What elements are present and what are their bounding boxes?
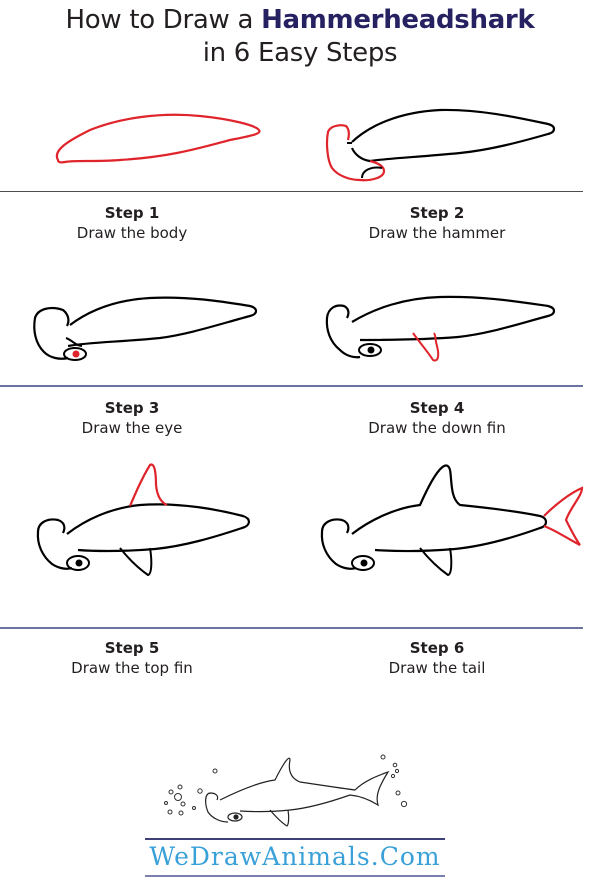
step-1-drawing <box>55 113 261 164</box>
step-6-caption: Step 6 Draw the tail <box>307 638 567 678</box>
step-label: Step 3 <box>104 399 160 417</box>
step-4-caption: Step 4 Draw the down fin <box>307 398 567 438</box>
page-title: How to Draw a Hammerheadshark <box>0 4 600 36</box>
step-3-drawing <box>33 296 258 361</box>
final-shark-illustration <box>164 754 408 827</box>
title-prefix: How to Draw a <box>65 5 262 35</box>
step-description: Draw the top fin <box>71 659 193 677</box>
step-5-caption: Step 5 Draw the top fin <box>2 638 262 678</box>
step-3-caption: Step 3 Draw the eye <box>2 398 262 438</box>
step-label: Step 2 <box>409 204 465 222</box>
step-label: Step 5 <box>104 639 160 657</box>
step-1-caption: Step 1 Draw the body <box>2 203 262 243</box>
step-description: Draw the hammer <box>368 224 506 242</box>
logo-top-rule <box>145 838 445 840</box>
step-description: Draw the tail <box>388 659 486 677</box>
step-label: Step 4 <box>409 399 465 417</box>
step-2-caption: Step 2 Draw the hammer <box>307 203 567 243</box>
step-label: Step 1 <box>104 204 160 222</box>
step-description: Draw the down fin <box>368 419 506 437</box>
divider <box>0 191 583 192</box>
wedrawanimals-logo: WeDrawAnimals.Com <box>149 842 441 871</box>
title-highlight: Hammerheadshark <box>261 5 535 35</box>
step-4-drawing <box>325 295 556 362</box>
divider <box>0 627 583 629</box>
step-label: Step 6 <box>409 639 465 657</box>
divider <box>0 385 583 387</box>
step-description: Draw the body <box>76 224 188 242</box>
step-5-drawing <box>36 463 250 577</box>
step-description: Draw the eye <box>81 419 183 437</box>
page-subtitle: in 6 Easy Steps <box>202 38 398 68</box>
step-6-drawing <box>320 464 584 577</box>
logo-bottom-rule <box>145 875 445 877</box>
step-2-drawing <box>325 108 556 182</box>
